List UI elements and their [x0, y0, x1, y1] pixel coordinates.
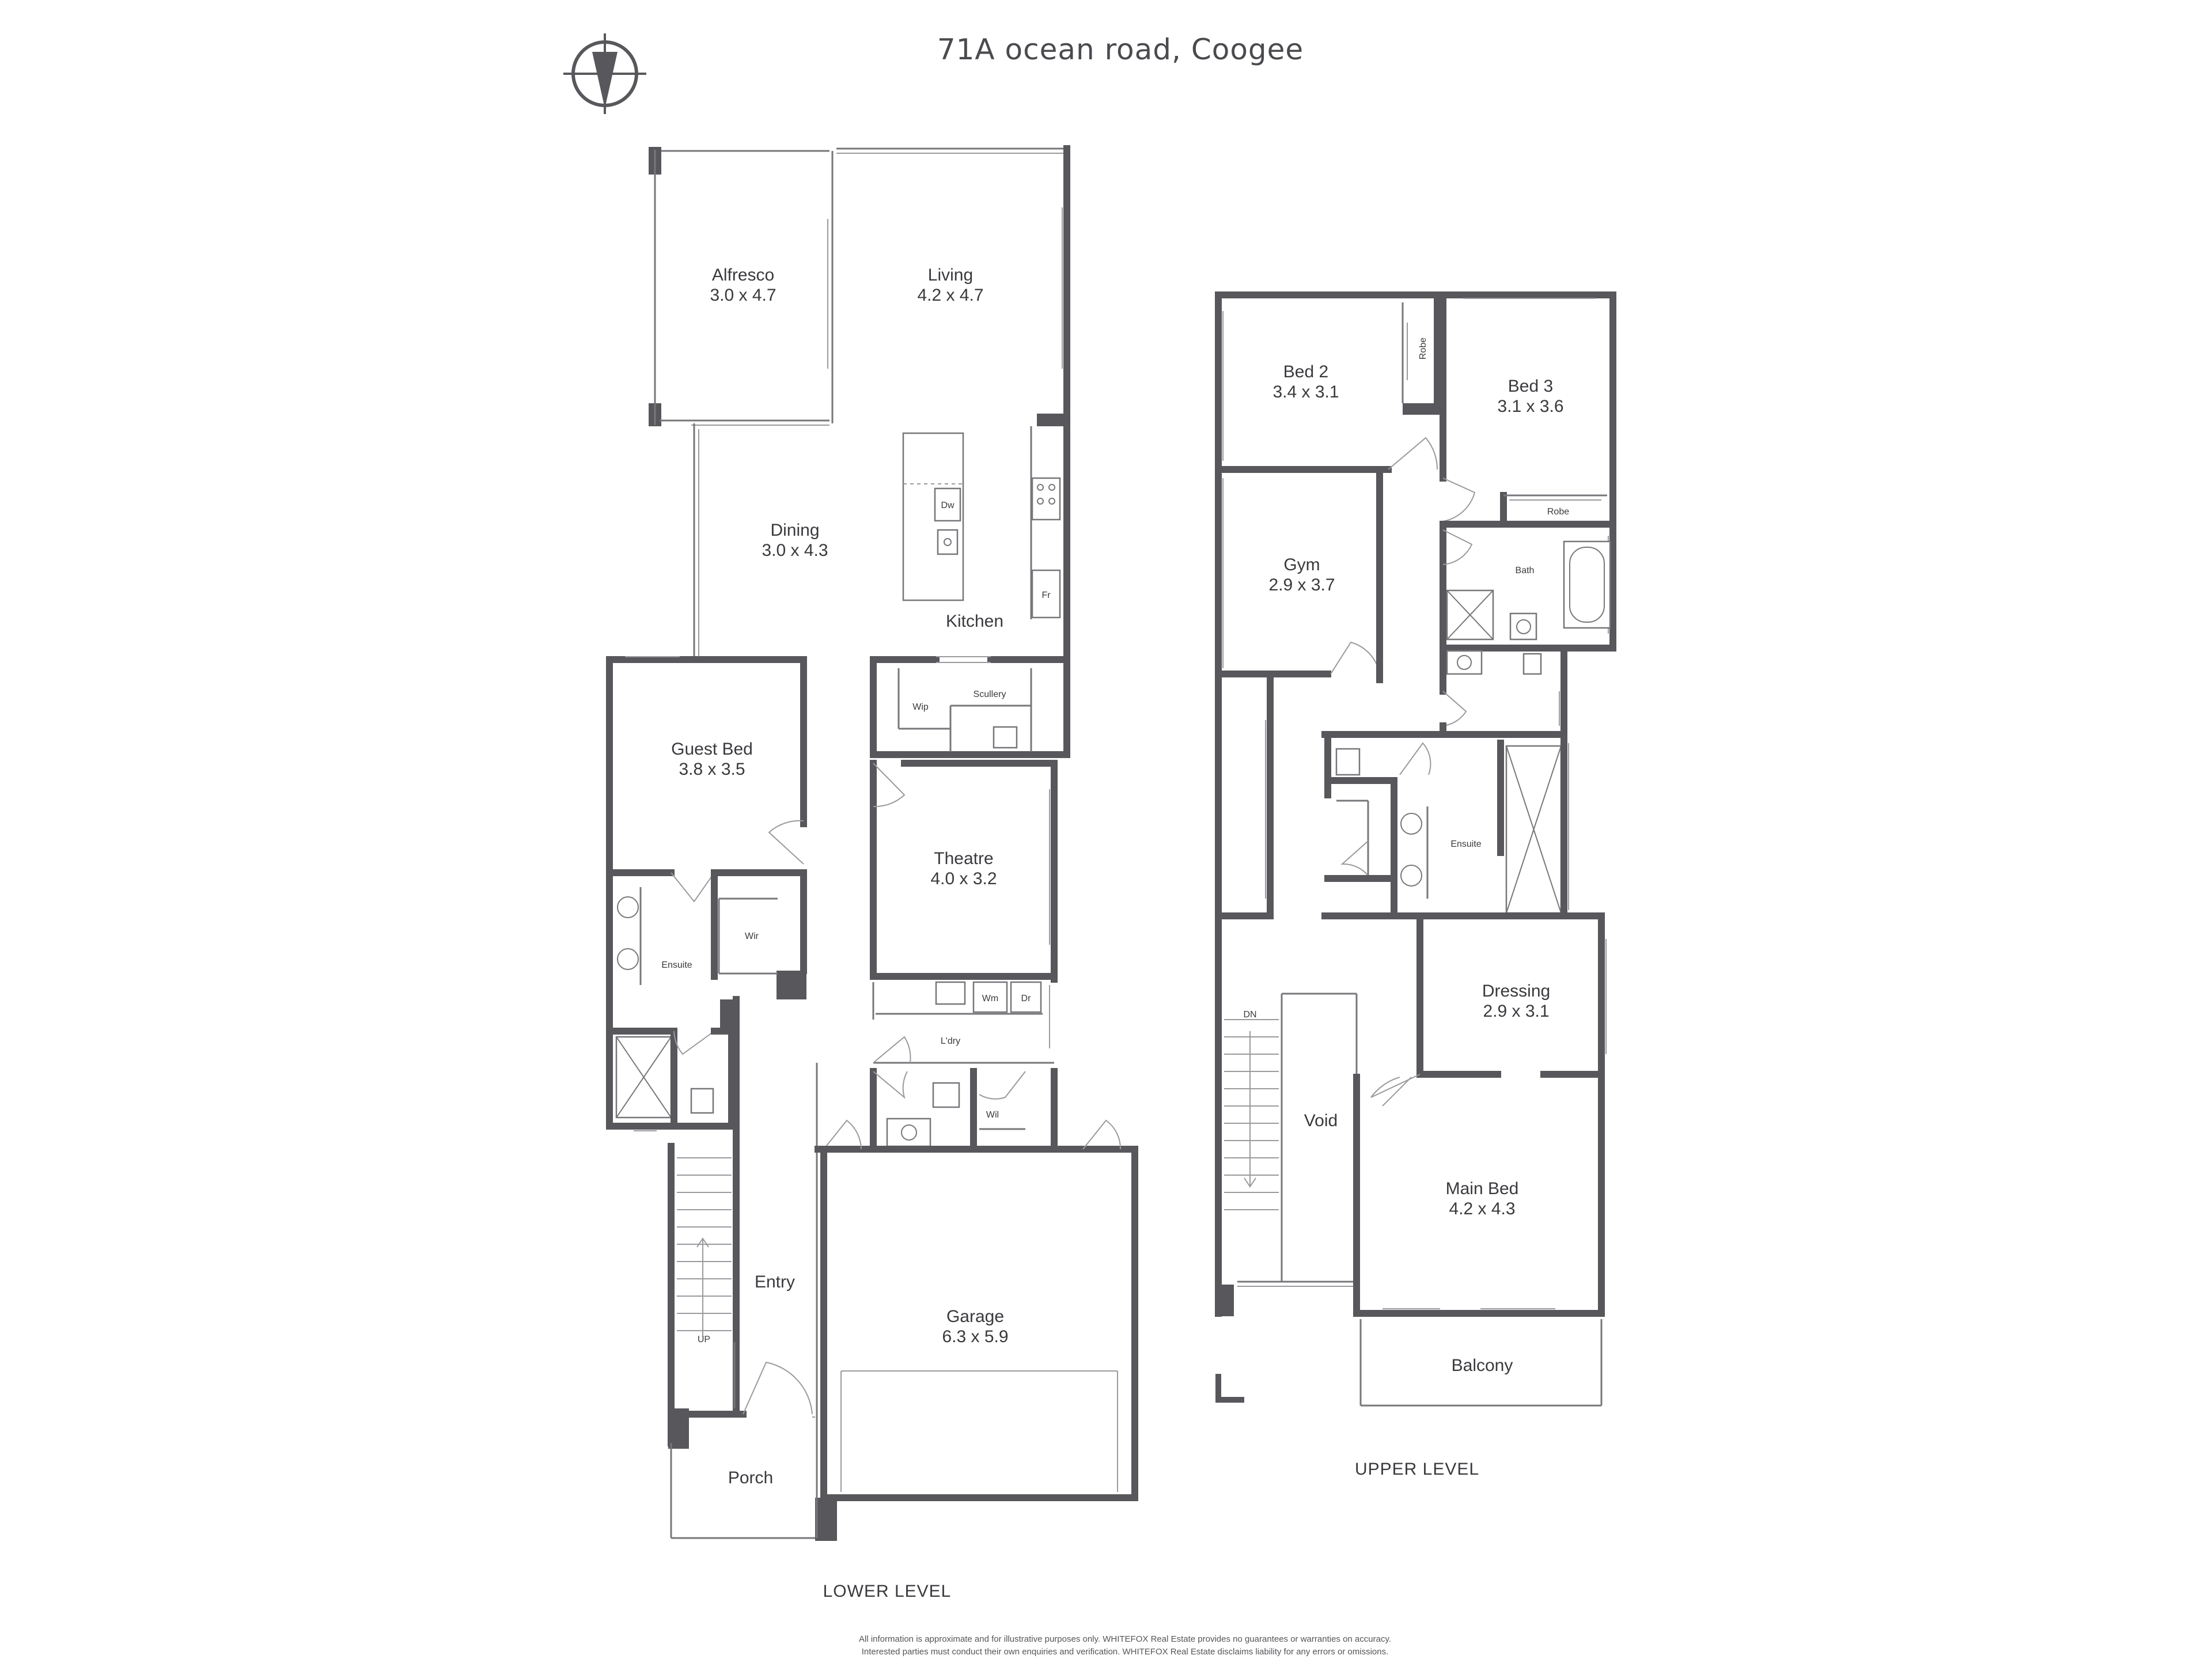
scullery-label: Scullery [974, 690, 1006, 699]
main-bed-name: Main Bed [1446, 1179, 1519, 1198]
balcony-name: Balcony [1452, 1356, 1513, 1375]
stairs-up-label: UP [698, 1335, 710, 1344]
washing-machine-label: Wm [982, 994, 998, 1003]
stairs-down-label: DN [1243, 1010, 1256, 1020]
disclaimer-line-1: All information is approximate and for i… [859, 1634, 1391, 1644]
entry-name: Entry [755, 1272, 795, 1291]
bath-label: Bath [1516, 566, 1535, 575]
plan-title: 71A ocean road, Coogee [937, 33, 1304, 66]
lower-level-plan: Dw Fr Wip Scullery [606, 145, 1138, 1541]
theatre-dims: 4.0 x 3.2 [930, 869, 997, 888]
robe-bed2-label: Robe [1418, 338, 1428, 359]
garage-name: Garage [946, 1307, 1004, 1326]
bed2-name: Bed 2 [1283, 362, 1328, 381]
porch-name: Porch [728, 1468, 773, 1487]
stairs-upper [1224, 1019, 1279, 1210]
bed3-name: Bed 3 [1508, 377, 1553, 396]
ensuite-upper-label: Ensuite [1450, 839, 1481, 849]
living-name: Living [928, 266, 973, 285]
walk-in-pantry-label: Wip [912, 702, 929, 712]
dishwasher-label: Dw [941, 501, 955, 510]
laundry-label: L'dry [941, 1036, 960, 1046]
lower-room-labels: Alfresco 3.0 x 4.7 Living 4.2 x 4.7 Dini… [671, 266, 1008, 1487]
upper-room-labels: Bed 2 3.4 x 3.1 Bed 3 3.1 x 3.6 Gym 2.9 … [1268, 362, 1563, 1375]
bed2-dims: 3.4 x 3.1 [1272, 382, 1339, 402]
dining-name: Dining [770, 521, 819, 540]
garage-dims: 6.3 x 5.9 [942, 1327, 1008, 1346]
gym-name: Gym [1283, 555, 1320, 574]
upper-level-label: UPPER LEVEL [1355, 1460, 1479, 1479]
alfresco-dims: 3.0 x 4.7 [710, 286, 776, 305]
theatre-name: Theatre [934, 849, 993, 868]
bed3-dims: 3.1 x 3.6 [1497, 397, 1563, 416]
ensuite-lower-label: Ensuite [661, 960, 692, 970]
living-dims: 4.2 x 4.7 [917, 286, 983, 305]
disclaimer-line-2: Interested parties must conduct their ow… [862, 1647, 1389, 1657]
walk-in-robe-label: Wir [745, 931, 759, 941]
dressing-dims: 2.9 x 3.1 [1483, 1002, 1549, 1021]
upper-level-plan: Robe Robe Bath [1215, 291, 1616, 1407]
robe-bed3-label: Robe [1547, 507, 1569, 517]
dining-dims: 3.0 x 4.3 [762, 541, 828, 560]
alfresco-name: Alfresco [712, 266, 774, 285]
guest-bed-name: Guest Bed [671, 740, 753, 759]
walk-in-linen-label: Wil [986, 1110, 999, 1120]
fridge-label: Fr [1041, 590, 1051, 600]
guest-bed-dims: 3.8 x 3.5 [679, 760, 745, 779]
stairs-lower [677, 1157, 732, 1336]
main-bed-dims: 4.2 x 4.3 [1449, 1199, 1515, 1218]
north-compass-icon [563, 33, 646, 114]
void-name: Void [1304, 1111, 1338, 1130]
dryer-label: Dr [1021, 994, 1032, 1003]
gym-dims: 2.9 x 3.7 [1268, 575, 1335, 594]
lower-level-label: LOWER LEVEL [823, 1582, 952, 1601]
dressing-name: Dressing [1482, 982, 1550, 1001]
kitchen-name: Kitchen [946, 612, 1003, 631]
